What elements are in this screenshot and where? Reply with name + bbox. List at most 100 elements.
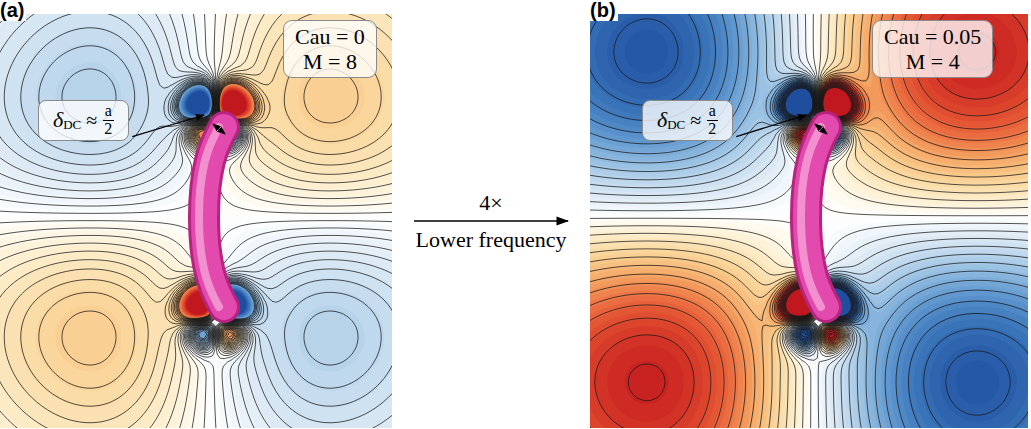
contour-line bbox=[590, 14, 1028, 428]
approx-sign: ≈ bbox=[690, 109, 701, 132]
cell-highlight bbox=[801, 127, 821, 307]
contour-line bbox=[0, 14, 392, 428]
contour-line bbox=[590, 14, 1028, 428]
field-band bbox=[590, 14, 1028, 428]
field-band bbox=[590, 14, 1028, 428]
field-band bbox=[0, 14, 392, 428]
contour-line bbox=[0, 14, 392, 428]
parameter-box: Cau = 0.05M = 4 bbox=[872, 20, 993, 78]
contour-line bbox=[0, 14, 392, 428]
field-band bbox=[590, 14, 1028, 428]
field-band bbox=[590, 14, 1028, 428]
contour-line bbox=[590, 14, 1028, 428]
contour-line bbox=[590, 14, 1028, 428]
field-band bbox=[0, 14, 392, 428]
approx-sign: ≈ bbox=[86, 109, 97, 132]
field-band bbox=[0, 14, 392, 428]
field-band bbox=[590, 14, 1028, 428]
contour-line bbox=[590, 14, 1028, 428]
field-panel: (a)Cau = 0M = 8δDC≈a2 bbox=[0, 14, 392, 428]
field-band bbox=[0, 14, 392, 428]
contour-line bbox=[595, 14, 1028, 428]
contour-line bbox=[590, 14, 1028, 428]
contour-line bbox=[590, 14, 1028, 428]
contour-line bbox=[590, 14, 1028, 428]
field-band bbox=[590, 14, 1028, 428]
field-band bbox=[0, 14, 392, 428]
field-band bbox=[590, 14, 1028, 428]
fraction-denominator: 2 bbox=[102, 121, 114, 138]
field-band bbox=[590, 14, 1028, 428]
contour-line bbox=[21, 28, 392, 406]
contour-line bbox=[590, 14, 1028, 428]
fraction-numerator: a bbox=[707, 103, 718, 121]
contour-line bbox=[590, 14, 1028, 428]
field-band bbox=[0, 14, 392, 428]
field-band bbox=[590, 14, 1028, 428]
field-band bbox=[590, 14, 1028, 428]
field-band bbox=[590, 14, 1028, 428]
field-band bbox=[0, 14, 392, 428]
field-band bbox=[590, 14, 1028, 428]
field-band bbox=[590, 14, 1028, 428]
contour-line bbox=[0, 14, 392, 428]
contour-line bbox=[4, 14, 392, 423]
field-band bbox=[590, 14, 1028, 428]
field-band bbox=[0, 14, 392, 428]
field-band bbox=[0, 14, 392, 428]
field-band bbox=[590, 14, 1028, 428]
field-band bbox=[590, 14, 1028, 428]
contour-line bbox=[39, 46, 381, 388]
contour-line bbox=[0, 14, 392, 428]
fraction-numerator: a bbox=[103, 103, 114, 121]
edge-label: 4× bbox=[479, 191, 502, 215]
delta-subscript: DC bbox=[63, 117, 81, 133]
contour-line bbox=[784, 86, 853, 317]
field-band bbox=[0, 14, 392, 428]
parameter-text: M = 4 bbox=[884, 49, 981, 74]
arrow-caption: Lower frequency bbox=[416, 228, 567, 252]
panel-tag: (a) bbox=[0, 0, 26, 21]
cell-highlight bbox=[199, 127, 219, 307]
contour-line bbox=[590, 14, 1028, 428]
contour-line bbox=[0, 14, 392, 428]
field-band bbox=[0, 14, 392, 428]
field-band bbox=[590, 14, 1028, 428]
field-band bbox=[0, 14, 392, 428]
field-band bbox=[590, 14, 1028, 428]
field-band bbox=[0, 14, 392, 428]
parameter-box: Cau = 0M = 8 bbox=[283, 20, 377, 78]
fraction: a2 bbox=[706, 103, 718, 138]
contour-line bbox=[590, 14, 1028, 428]
field-band bbox=[0, 14, 392, 428]
contour-line bbox=[177, 82, 257, 339]
contour-line bbox=[0, 14, 392, 428]
contour-line bbox=[590, 14, 1028, 428]
contour-line bbox=[590, 14, 1028, 428]
contour-line bbox=[590, 14, 1028, 428]
field-band bbox=[590, 14, 1028, 428]
contour-line bbox=[0, 14, 392, 428]
leader-line bbox=[736, 115, 806, 137]
field-band bbox=[590, 14, 1028, 428]
contour-line bbox=[590, 14, 1028, 428]
contour-line bbox=[590, 14, 1028, 428]
field-band bbox=[0, 14, 392, 428]
fraction: a2 bbox=[102, 103, 114, 138]
parameter-text: M = 8 bbox=[295, 49, 365, 74]
flow-field bbox=[0, 14, 392, 428]
contour-line bbox=[0, 14, 392, 428]
field-band bbox=[590, 14, 1028, 428]
contour-line bbox=[0, 14, 392, 428]
contour-line bbox=[786, 87, 852, 316]
field-band bbox=[590, 14, 1028, 428]
contour-line bbox=[590, 14, 1028, 428]
field-band bbox=[590, 14, 1028, 428]
field-band bbox=[590, 14, 1028, 428]
field-band bbox=[590, 14, 1028, 428]
contour-line bbox=[783, 85, 855, 318]
delta-symbol: δ bbox=[53, 107, 63, 133]
contour-line bbox=[0, 14, 392, 428]
parameter-text: Cau = 0 bbox=[295, 24, 365, 49]
field-band bbox=[0, 14, 392, 428]
